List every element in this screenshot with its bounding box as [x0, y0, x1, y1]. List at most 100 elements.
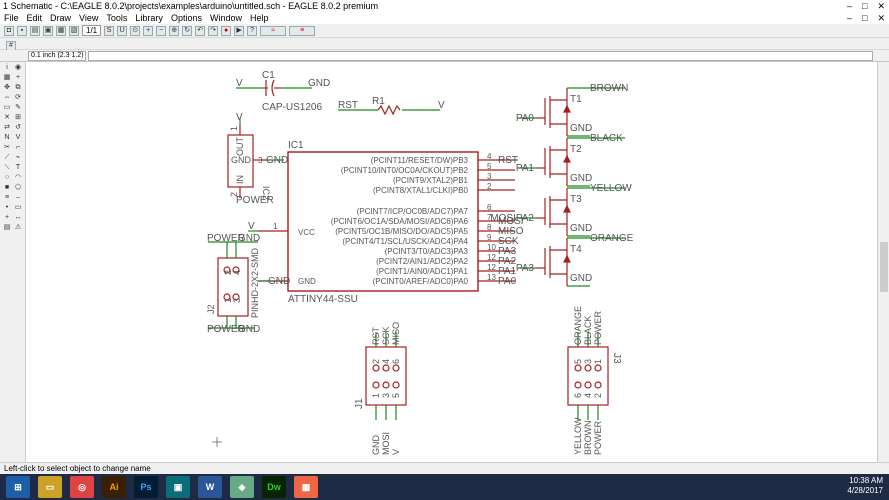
group-icon[interactable]: ▭: [3, 104, 11, 111]
errors-icon[interactable]: ⚠: [14, 224, 22, 231]
minimize-icon[interactable]: –: [847, 1, 853, 11]
attribute-icon[interactable]: +: [4, 214, 10, 221]
board-icon[interactable]: ▦: [56, 25, 66, 36]
junction-icon[interactable]: •: [5, 204, 9, 211]
open-icon[interactable]: ◘: [4, 25, 14, 36]
sheet-select[interactable]: 1/1: [82, 25, 102, 36]
undo-icon[interactable]: ↶: [195, 25, 206, 36]
pinswap-icon[interactable]: ⇄: [4, 124, 10, 131]
menu-tools[interactable]: Tools: [106, 13, 128, 23]
word-icon[interactable]: W: [198, 476, 222, 498]
go-icon[interactable]: ▶: [234, 25, 245, 36]
split-icon[interactable]: ⟋: [4, 154, 10, 161]
transistor-gnd-net: GND: [570, 173, 592, 184]
redraw-icon[interactable]: ↻: [182, 25, 193, 36]
menu-edit[interactable]: Edit: [26, 13, 43, 23]
menu-file[interactable]: File: [4, 13, 19, 23]
copy-icon[interactable]: ⧉: [15, 84, 21, 91]
close-icon[interactable]: ✕: [877, 1, 885, 11]
bus-icon[interactable]: ≡: [4, 194, 10, 201]
script-icon[interactable]: S: [104, 25, 115, 36]
save-icon[interactable]: ▪: [17, 25, 27, 36]
net-icon[interactable]: ⎯: [16, 194, 20, 201]
change-icon[interactable]: ✎: [15, 104, 21, 111]
move-icon[interactable]: ✥: [4, 84, 10, 91]
param-toolbar: #: [0, 38, 889, 51]
miter-icon[interactable]: ⌐: [15, 144, 21, 151]
text-icon[interactable]: T: [15, 164, 21, 171]
menu-options[interactable]: Options: [170, 13, 202, 23]
vertical-scrollbar[interactable]: [877, 62, 889, 462]
schematic-canvas[interactable]: V C1 CAP-US1206 GND RST R1 V V 3 GND POW…: [26, 62, 877, 462]
mark-icon[interactable]: +: [15, 74, 21, 81]
menu-library[interactable]: Library: [135, 13, 163, 23]
dimension-icon[interactable]: ↔: [14, 214, 22, 221]
menu-window[interactable]: Window: [209, 13, 242, 23]
scroll-thumb[interactable]: [880, 242, 888, 292]
replace-icon[interactable]: ↺: [15, 124, 21, 131]
app-icon[interactable]: ▣: [166, 476, 190, 498]
j3-bottom-label: YELLOW: [573, 417, 583, 455]
print-icon[interactable]: ▤: [30, 25, 40, 36]
wire-icon[interactable]: ⟍: [4, 164, 10, 171]
mirror-icon[interactable]: ⇔: [3, 94, 11, 101]
ic1-pin-label: (PCINT0/AREF/ADC0)PA0: [373, 277, 469, 286]
transistor-gate-net: PA3: [516, 263, 535, 274]
eagle-icon[interactable]: ▦: [294, 476, 318, 498]
display-icon[interactable]: ▦: [3, 74, 11, 81]
doc-minimize-icon[interactable]: –: [847, 13, 853, 23]
j1-name: J1: [354, 398, 365, 409]
chrome-icon[interactable]: ◎: [70, 476, 94, 498]
dreamweaver-icon[interactable]: Dw: [262, 476, 286, 498]
polygon-icon[interactable]: ⬠: [14, 184, 22, 191]
zoom-select-icon[interactable]: ⊕: [169, 25, 180, 36]
origin-cross: [212, 437, 222, 447]
circle-icon[interactable]: ○: [4, 174, 10, 181]
photoshop-icon[interactable]: Ps: [134, 476, 158, 498]
zoom-in-icon[interactable]: +: [143, 25, 154, 36]
doc-restore-icon[interactable]: □: [862, 13, 868, 23]
j2-gnd-bottom: GND: [238, 324, 260, 335]
arc-icon[interactable]: ◠: [14, 174, 22, 181]
command-input[interactable]: [88, 51, 873, 61]
transistor-gate-net: PA1: [516, 163, 535, 174]
name-icon[interactable]: N: [4, 134, 10, 141]
ic2-value: POWER: [236, 195, 274, 206]
add-icon[interactable]: ⊞: [15, 114, 21, 121]
start-icon[interactable]: ⊞: [6, 476, 30, 498]
main-toolbar: ◘ ▪ ▤ ▣ ▦ ▧ 1/1 S U ⊙ + − ⊕ ↻ ↶ ↷ ● ▶ ? …: [0, 24, 889, 38]
value-icon[interactable]: V: [15, 134, 21, 141]
design-link-icon[interactable]: ≡: [289, 25, 316, 36]
schematic-icon[interactable]: ▧: [69, 25, 79, 36]
rect-icon[interactable]: ■: [4, 184, 10, 191]
info-icon[interactable]: i: [6, 64, 8, 71]
fusion-sync-icon[interactable]: ≈: [260, 25, 287, 36]
redo-icon[interactable]: ↷: [208, 25, 219, 36]
menu-help[interactable]: Help: [249, 13, 269, 23]
maps-icon[interactable]: ◈: [230, 476, 254, 498]
j2-pin: 4: [232, 270, 242, 275]
zoom-fit-icon[interactable]: ⊙: [130, 25, 141, 36]
j3-top-label: BLACK: [583, 315, 593, 345]
j3-bottom-pin: 6: [573, 393, 583, 398]
invoke-icon[interactable]: ⌁: [15, 154, 21, 161]
rotate-icon[interactable]: ⟳: [15, 94, 21, 101]
j3-bottom-label: POWER: [593, 420, 603, 455]
menu-draw[interactable]: Draw: [50, 13, 72, 23]
zoom-out-icon[interactable]: −: [156, 25, 167, 36]
explorer-icon[interactable]: ▭: [38, 476, 62, 498]
erc-icon[interactable]: ▤: [3, 224, 11, 231]
doc-close-icon[interactable]: ✕: [877, 13, 885, 23]
label-icon[interactable]: ▭: [14, 204, 22, 211]
delete-icon[interactable]: ✕: [4, 114, 10, 121]
c1-name: C1: [262, 70, 275, 81]
illustrator-icon[interactable]: Ai: [102, 476, 126, 498]
ulp-icon[interactable]: U: [117, 25, 128, 36]
stop-icon[interactable]: ●: [221, 25, 232, 36]
maximize-icon[interactable]: □: [862, 1, 868, 11]
menu-view[interactable]: View: [79, 13, 99, 23]
cam-icon[interactable]: ▣: [43, 25, 53, 36]
help-icon[interactable]: ?: [247, 25, 258, 36]
smash-icon[interactable]: ✂: [4, 144, 10, 151]
show-icon[interactable]: ◉: [14, 64, 22, 71]
